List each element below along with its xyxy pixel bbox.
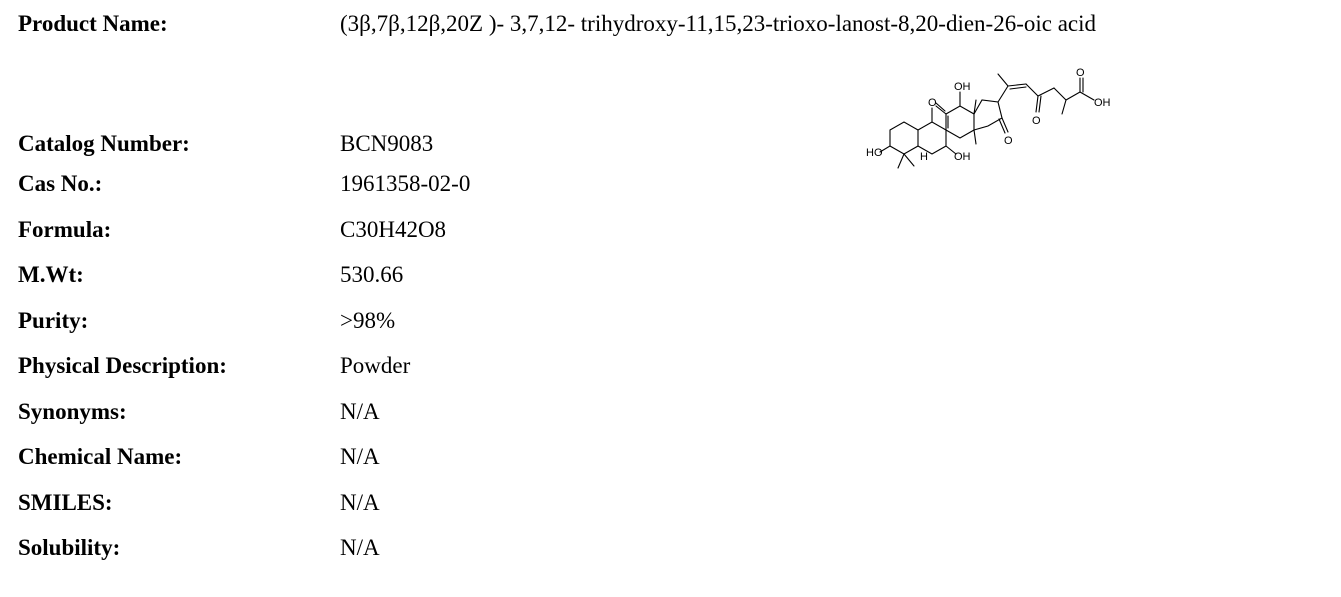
solubility-value: N/A: [340, 535, 380, 560]
smiles-label: SMILES:: [18, 490, 113, 515]
chemical-name-value: N/A: [340, 444, 380, 469]
catalog-number-value: BCN9083: [340, 131, 434, 156]
row-solubility: Solubility: N/A: [18, 528, 1338, 568]
smiles-value: N/A: [340, 490, 380, 515]
row-chemical-name: Chemical Name: N/A: [18, 437, 1338, 477]
purity-value: >98%: [340, 308, 396, 333]
physical-description-value: Powder: [340, 353, 411, 378]
formula-label: Formula:: [18, 217, 112, 242]
atom-ho-c3: HO: [866, 147, 883, 159]
physical-description-label: Physical Description:: [18, 353, 227, 378]
chemical-structure: HO O OH O OH H O O OH: [858, 30, 1238, 200]
row-formula: Formula: C30H42O8: [18, 210, 1338, 250]
formula-value: C30H42O8: [340, 217, 447, 242]
product-name-label: Product Name:: [18, 11, 168, 36]
molecular-weight-value: 530.66: [340, 262, 404, 287]
atom-h-c5: H: [920, 151, 928, 163]
row-molecular-weight: M.Wt: 530.66: [18, 255, 1338, 295]
atom-o-c11: O: [928, 97, 937, 109]
purity-label: Purity:: [18, 308, 89, 333]
row-catalog-number: Catalog Number: BCN9083: [18, 124, 1338, 164]
structure-drawing: HO O OH O OH H O O OH: [866, 67, 1111, 169]
synonyms-value: N/A: [340, 399, 380, 424]
product-name-value: (3β,7β,12β,20Z )- 3,7,12- trihydroxy-11,…: [340, 11, 1097, 36]
cas-number-value: 1961358-02-0: [340, 171, 471, 196]
synonyms-label: Synonyms:: [18, 399, 127, 424]
catalog-number-label: Catalog Number:: [18, 131, 190, 156]
atom-oh-c12: OH: [954, 81, 971, 93]
row-purity: Purity: >98%: [18, 301, 1338, 341]
row-product-name: Product Name: (3β,7β,12β,20Z )- 3,7,12- …: [18, 4, 1338, 44]
chemical-name-label: Chemical Name:: [18, 444, 183, 469]
molecular-weight-label: M.Wt:: [18, 262, 84, 287]
row-physical-description: Physical Description: Powder: [18, 346, 1338, 386]
solubility-label: Solubility:: [18, 535, 121, 560]
cas-number-label: Cas No.:: [18, 171, 103, 196]
row-cas-number: Cas No.: 1961358-02-0: [18, 164, 1338, 204]
atom-o-c23: O: [1032, 115, 1041, 127]
atom-o-c15: O: [1004, 135, 1013, 147]
atom-oh-c26: OH: [1094, 97, 1111, 109]
row-synonyms: Synonyms: N/A: [18, 392, 1338, 432]
row-smiles: SMILES: N/A: [18, 483, 1338, 523]
atom-o-c26: O: [1076, 67, 1085, 79]
atom-oh-c7: OH: [954, 151, 971, 163]
